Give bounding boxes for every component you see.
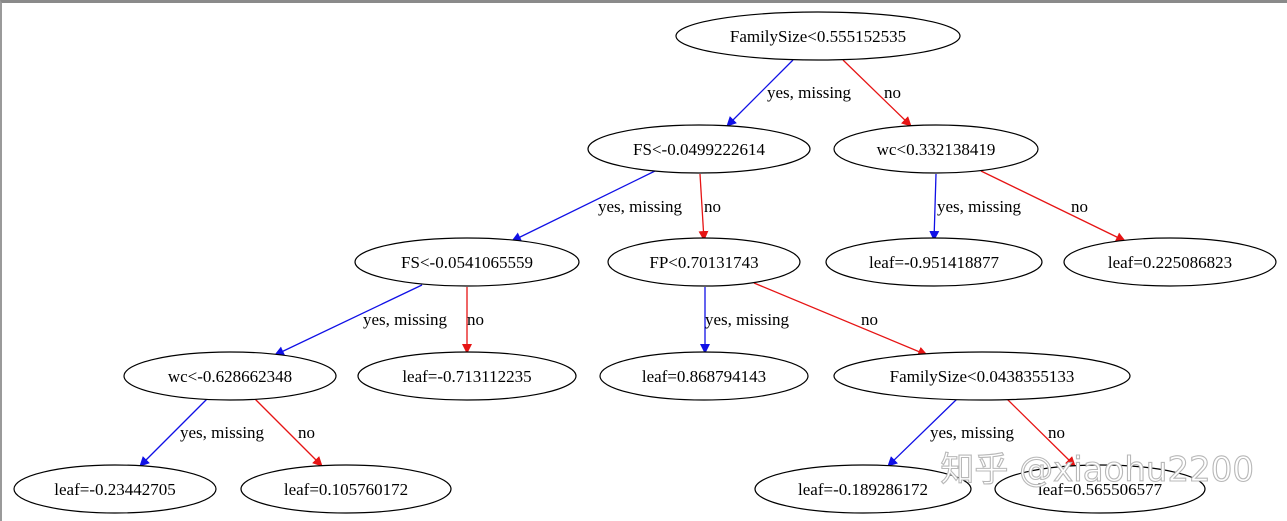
edge-n0-n2-no: [842, 59, 912, 127]
edge-n7-n12-no: [254, 398, 323, 467]
leaf-node-n14: [994, 464, 1206, 514]
edge-label-n10-yes: yes, missing: [930, 423, 1015, 442]
tree-node-n3: [354, 237, 580, 287]
node-label-n13: leaf=-0.189286172: [798, 480, 928, 499]
node-label-n8: leaf=-0.713112235: [402, 367, 531, 386]
edge-label-n0-yes: yes, missing: [767, 83, 852, 102]
nodes: [13, 11, 1277, 514]
node-label-root: FamilySize<0.555152535: [730, 27, 906, 46]
edge-label-n3-yes: yes, missing: [363, 310, 448, 329]
leaf-node-n5: [825, 237, 1043, 287]
edge-label-n1-yes: yes, missing: [598, 197, 683, 216]
edge-labels: yes, missing no yes, missing no yes, mis…: [180, 83, 1088, 442]
edge-label-n3-no: no: [467, 310, 484, 329]
tree-node-n4: [607, 237, 801, 287]
node-label-n10: FamilySize<0.0438355133: [890, 367, 1075, 386]
tree-node-n10: [833, 351, 1131, 401]
tree-node-root: [675, 11, 961, 61]
tree-node-n2: [833, 124, 1039, 174]
node-label-n4: FP<0.70131743: [649, 253, 758, 272]
node-label-n1: FS<-0.0499222614: [633, 140, 765, 159]
node-label-n5: leaf=-0.951418877: [869, 253, 999, 272]
edge-label-n4-yes: yes, missing: [705, 310, 790, 329]
edge-n0-n1-yes: [726, 59, 794, 127]
edge-n1-n4-no: [698, 173, 709, 241]
tree-node-n1: [587, 124, 811, 174]
edge-label-n7-yes: yes, missing: [180, 423, 265, 442]
edge-n4-n10-no: [753, 282, 928, 357]
node-label-n9: leaf=0.868794143: [642, 367, 766, 386]
edge-label-n4-no: no: [861, 310, 878, 329]
edge-n3-n7-yes: [274, 284, 423, 356]
edge-label-n0-no: no: [884, 83, 901, 102]
leaf-node-n6: [1063, 237, 1277, 287]
edges: [139, 59, 1126, 467]
edge-n10-n13-yes: [887, 398, 958, 467]
edge-label-n1-no: no: [704, 197, 721, 216]
edge-label-n2-yes: yes, missing: [937, 197, 1022, 216]
leaf-node-n11: [13, 464, 217, 514]
edge-n2-n6-no: [980, 170, 1126, 242]
leaf-node-n8: [357, 351, 577, 401]
edge-label-n10-no: no: [1048, 423, 1065, 442]
node-label-n6: leaf=0.225086823: [1108, 253, 1232, 272]
node-label-n11: leaf=-0.23442705: [54, 480, 175, 499]
edge-n1-n3-yes: [511, 170, 656, 242]
leaf-node-n9: [599, 351, 809, 401]
leaf-node-n12: [240, 464, 452, 514]
watermark: 知乎 @xiaohu2200: [940, 450, 1254, 490]
edge-label-n2-no: no: [1071, 197, 1088, 216]
edge-n10-n14-no: [1006, 398, 1076, 467]
node-label-n3: FS<-0.0541065559: [401, 253, 533, 272]
edge-n7-n11-yes: [139, 398, 208, 467]
edge-label-n7-no: no: [298, 423, 315, 442]
node-labels: FamilySize<0.555152535 FS<-0.0499222614 …: [54, 27, 1232, 499]
edge-n2-n5-yes: [929, 173, 940, 241]
node-label-n7: wc<-0.628662348: [168, 367, 292, 386]
leaf-node-n13: [754, 464, 972, 514]
node-label-n12: leaf=0.105760172: [284, 480, 408, 499]
node-label-n2: wc<0.332138419: [877, 140, 996, 159]
tree-node-n7: [123, 351, 337, 401]
node-label-n14: leaf=0.565506577: [1038, 480, 1163, 499]
